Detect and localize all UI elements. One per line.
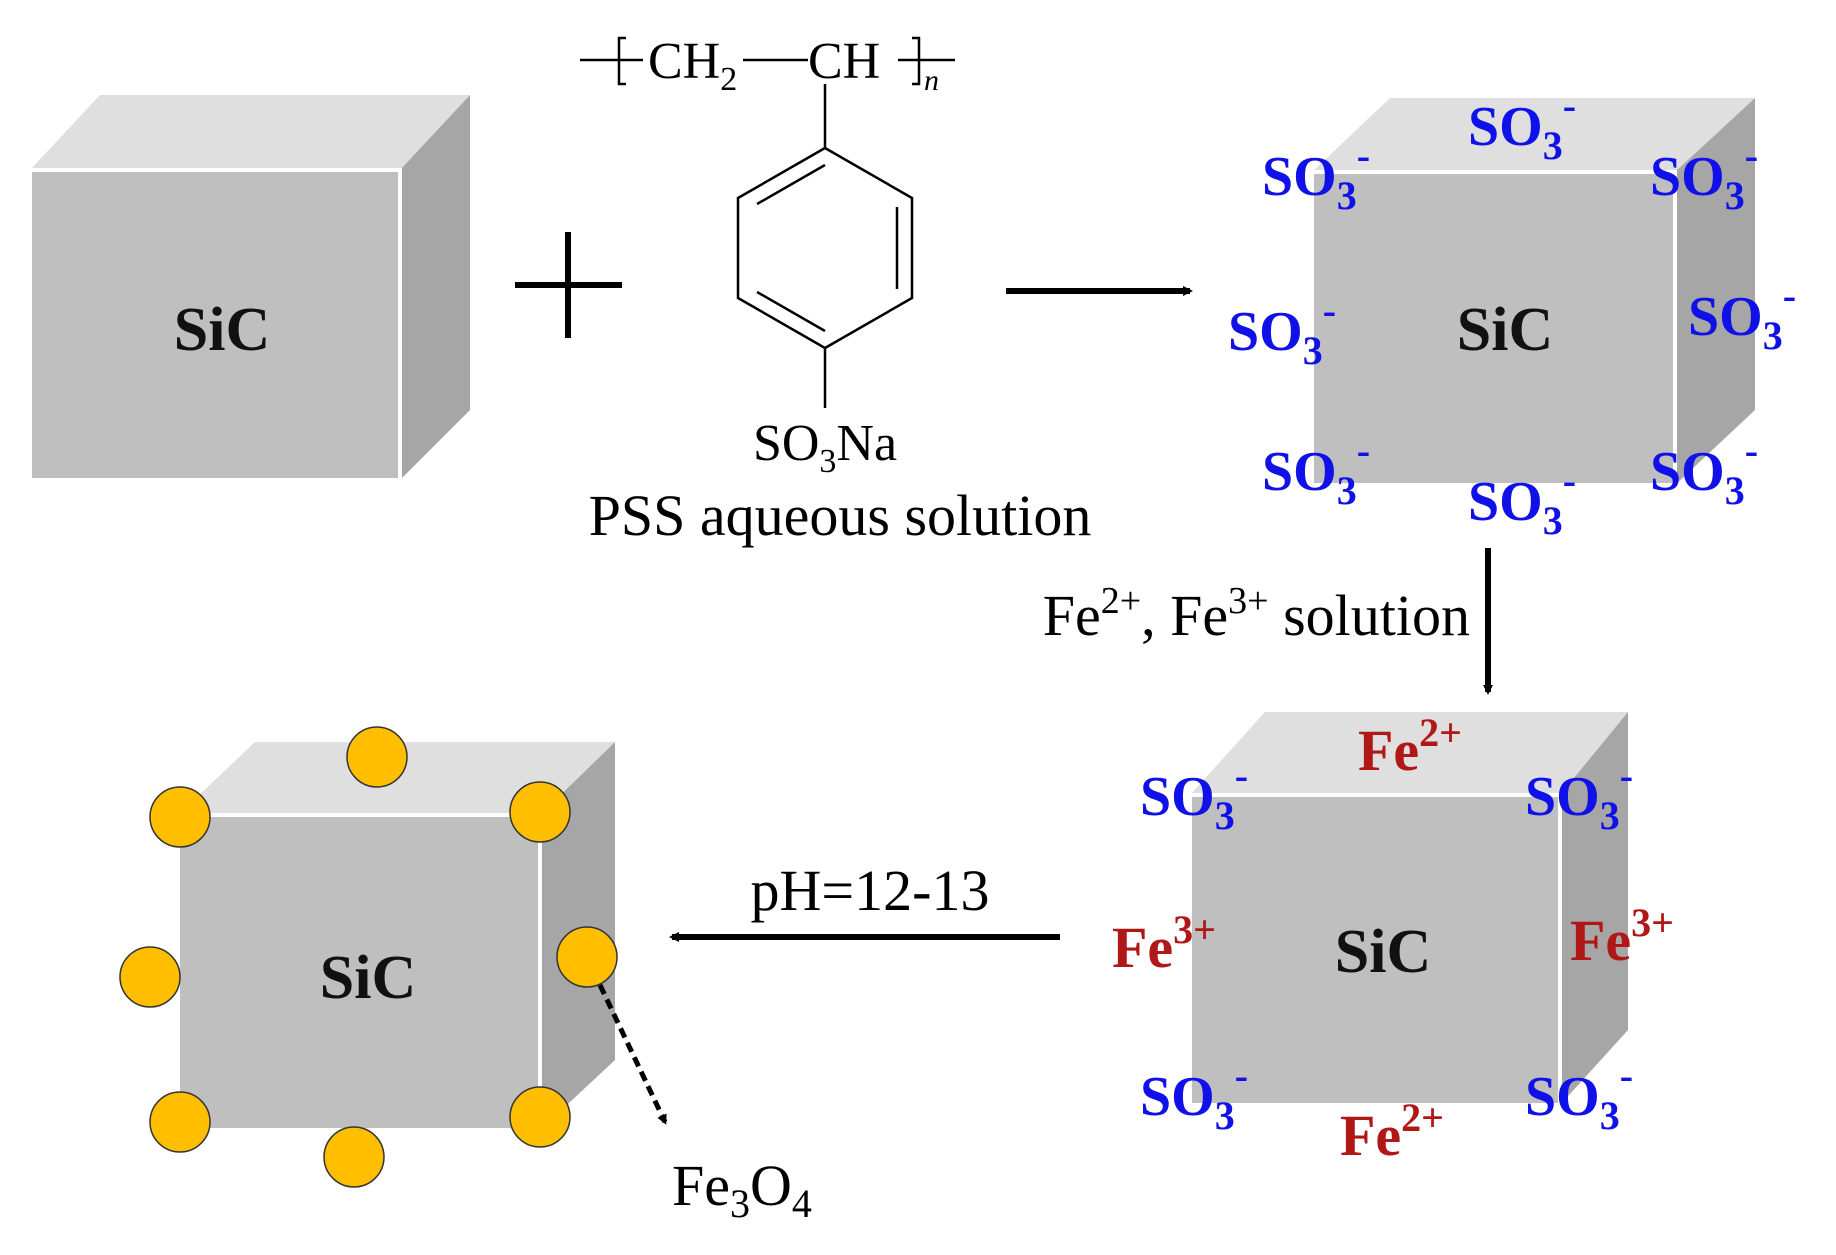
repeat-index: n <box>924 64 939 97</box>
sulfonate-ion: SO3- <box>1140 753 1248 838</box>
sulfonate-ion: SO3- <box>1140 1053 1248 1138</box>
cube-front-face <box>1188 793 1562 1107</box>
cube-label: SiC <box>174 296 270 364</box>
fe3o4-particle <box>149 786 211 848</box>
sulfonate-ion: SO3- <box>1650 428 1758 513</box>
fe3o4-particle <box>509 781 571 843</box>
repeat-bracket-right <box>912 36 921 86</box>
sulfonate-ion: SO3- <box>1525 1053 1633 1138</box>
plus-sign <box>515 232 622 338</box>
sulfonate-ion: SO3- <box>1650 133 1758 218</box>
cube-label: SiC <box>320 944 416 1012</box>
ring-double-bond <box>756 290 826 333</box>
cube-top-face <box>1190 712 1628 795</box>
fe3o4-label: Fe3O4 <box>672 1153 812 1226</box>
ph-label: pH=12-13 <box>751 858 990 923</box>
sic-cube-sulfonated: SiC <box>1310 98 1755 487</box>
pss-structure: CH2 CH n SO3Na PSS aqueous solution <box>580 30 1091 548</box>
fe3o4-particle <box>149 1091 211 1153</box>
sulfonate-labels-cube2: SO3- SO3- SO3- SO3- SO3- SO3- SO3- SO3- <box>1228 83 1796 543</box>
dashed-pointer-arrow <box>597 983 668 1125</box>
cube-front-face <box>28 168 402 482</box>
sulfonate-ion: SO3- <box>1468 458 1576 543</box>
cube-top-face <box>30 95 470 170</box>
sulfonate-ion: SO3- <box>1228 288 1336 373</box>
sulfonate-ion: SO3- <box>1468 83 1576 168</box>
cube-label: SiC <box>1335 918 1431 986</box>
fe3o4-particles <box>119 726 618 1188</box>
iron-ion-fe2: Fe2+ <box>1358 710 1462 783</box>
iron-ion-fe3: Fe3+ <box>1570 900 1674 973</box>
ch-label: CH <box>808 33 880 90</box>
cube-side-face <box>400 95 470 480</box>
iron-ion-fe2: Fe2+ <box>1340 1095 1444 1168</box>
fe3o4-particle <box>509 1086 571 1148</box>
cube-side-face <box>1675 98 1755 485</box>
pss-caption: PSS aqueous solution <box>589 483 1092 548</box>
benzene-ring <box>736 146 914 350</box>
fe3o4-particle <box>556 926 618 988</box>
iron-solution-label: Fe2+, Fe3+ solution <box>1043 580 1470 648</box>
fe3o4-particle <box>119 946 181 1008</box>
sulfonate-ion: SO3- <box>1262 133 1370 218</box>
cube-side-face <box>1560 712 1628 1105</box>
ch2-label: CH2 <box>648 33 737 98</box>
cube-label: SiC <box>1457 296 1553 364</box>
sulfonate-ion: SO3- <box>1688 273 1796 358</box>
cube-front-face <box>1310 170 1677 487</box>
sic-cube-iron-loaded: SiC <box>1188 712 1628 1107</box>
repeat-bracket-left <box>617 36 626 86</box>
so3na-label: SO3Na <box>753 415 897 480</box>
cube-top-face <box>1312 98 1755 172</box>
sic-cube-plain: SiC <box>28 95 470 482</box>
iron-ion-fe3: Fe3+ <box>1112 907 1216 980</box>
iron-ion-labels: Fe2+ Fe2+ Fe3+ Fe3+ <box>1112 710 1674 1168</box>
sulfonate-ion: SO3- <box>1525 753 1633 838</box>
fe3o4-particle <box>323 1126 385 1188</box>
cube-front-face <box>176 813 542 1132</box>
ring-double-bond <box>756 163 826 206</box>
sulfonate-labels-cube3: SO3- SO3- SO3- SO3- <box>1140 753 1633 1138</box>
fe3o4-particle <box>346 726 408 788</box>
sulfonate-ion: SO3- <box>1262 428 1370 513</box>
